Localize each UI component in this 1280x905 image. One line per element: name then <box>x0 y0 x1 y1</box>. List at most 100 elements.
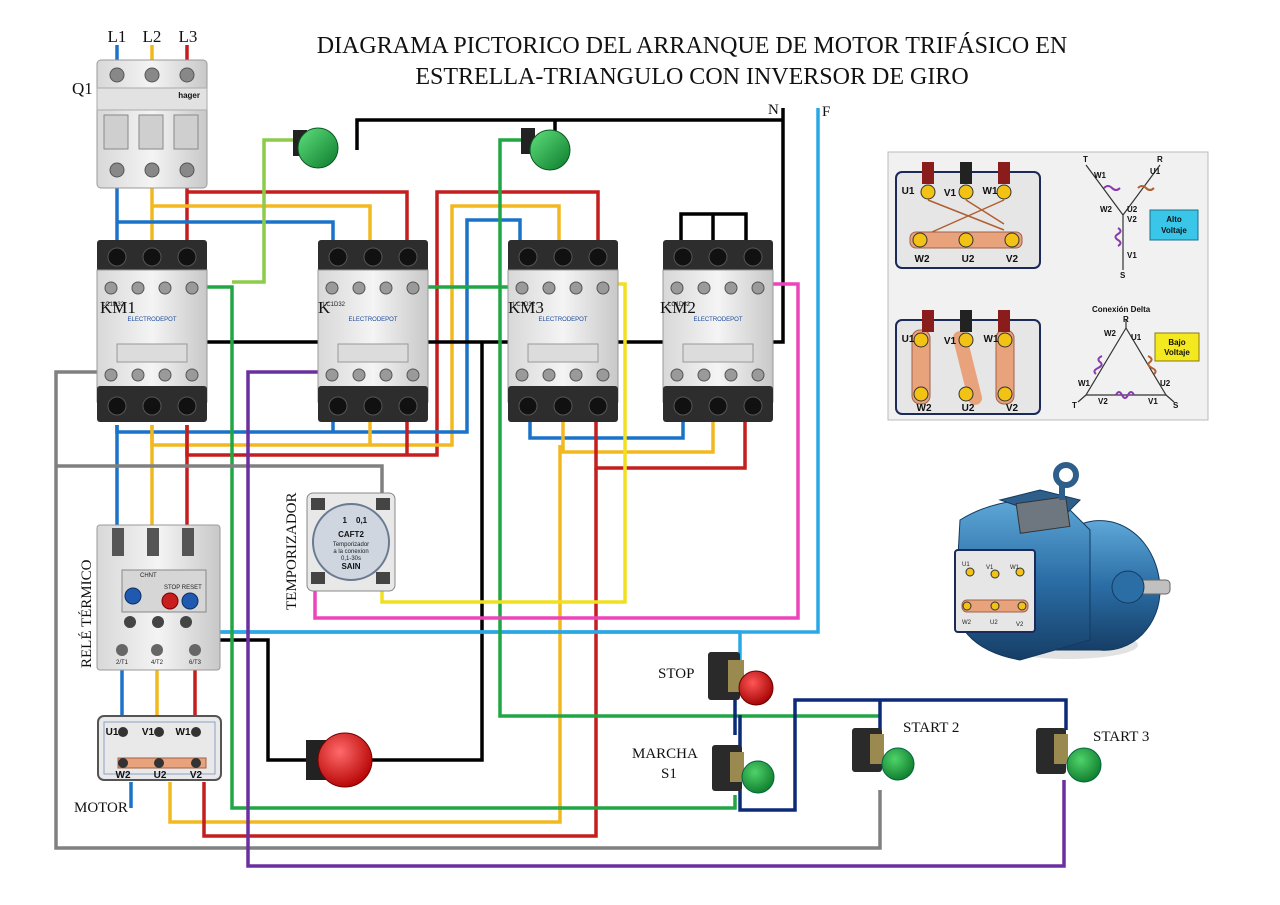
marcha-s1-button[interactable]: MARCHA S1 <box>632 745 775 794</box>
supply-labels: L1 L2 L3 N F <box>108 27 831 120</box>
motor-w2: W2 <box>116 770 131 781</box>
timer-dial-01: 0,1 <box>356 516 368 525</box>
star-terminal-box: U1 V1 W1 W2 U2 V2 <box>895 162 1041 269</box>
low-voltage-2: Voltaje <box>1164 348 1190 357</box>
motor-v1: V1 <box>142 727 155 738</box>
thermal-relay[interactable]: RELÉ TÉRMICO CHNT STOP RESET 2/T1 4/T2 6… <box>78 524 221 671</box>
timer[interactable]: TEMPORIZADOR 1 0,1 CAFT2 Temporizador a … <box>284 492 396 610</box>
relay-t2: 4/T2 <box>151 660 164 666</box>
contactor-label: KM2 <box>660 298 696 317</box>
timer-dial[interactable] <box>312 503 390 581</box>
stop-button-cap[interactable] <box>738 670 774 706</box>
contactor-label: KM3 <box>508 298 544 317</box>
wire-gray-loop <box>54 370 882 850</box>
wire-navy-start <box>738 698 1068 812</box>
contactor-model: LC1D32 <box>668 302 691 308</box>
relay-stop-button[interactable] <box>161 592 179 610</box>
delta-s: S <box>1173 401 1179 410</box>
pilot-lamp-1 <box>293 127 339 169</box>
wires <box>54 45 1068 868</box>
stop-button[interactable]: STOP <box>658 652 774 706</box>
label-l3: L3 <box>179 27 198 46</box>
wire-km3-km2-red <box>594 422 747 470</box>
motorphoto-u1: U1 <box>962 562 970 568</box>
relay-reset-button[interactable] <box>181 592 199 610</box>
breaker-q1[interactable]: Q1 hager <box>72 59 208 189</box>
wire-km1-hold-green <box>186 285 737 810</box>
timer-range: 0,1-30s <box>341 556 361 562</box>
delta-u2: U2 <box>962 403 975 414</box>
motor-u2: U2 <box>154 770 167 781</box>
pilot-lamp-red <box>306 732 373 788</box>
star-r-T: T <box>1083 155 1088 164</box>
delta-v2: V2 <box>1006 403 1019 414</box>
start3-label: START 3 <box>1093 729 1149 745</box>
star-v1: V1 <box>944 188 957 199</box>
relay-label: RELÉ TÉRMICO <box>78 559 95 668</box>
delta-u1-lbl: U1 <box>1131 333 1142 342</box>
stop-label: STOP <box>658 666 694 682</box>
delta-u1: U1 <box>902 334 915 345</box>
wire-timer-pink <box>313 282 800 620</box>
relay-brand: CHNT <box>140 573 157 579</box>
star-s-lbl: S <box>1120 271 1126 280</box>
delta-schematic: Conexión Delta R W2 U1 W1 U2 T V2 V1 S B… <box>1072 305 1200 410</box>
timer-model: CAFT2 <box>338 530 364 539</box>
timer-line1: Temporizador <box>333 542 369 548</box>
contactor-brand: ELECTRODEPOT <box>693 317 742 323</box>
breaker-brand: hager <box>178 91 200 100</box>
delta-title: Conexión Delta <box>1092 305 1151 314</box>
motor-v2: V2 <box>190 770 203 781</box>
delta-v1-lbl: V1 <box>1148 397 1158 406</box>
wire-q1-k-red <box>187 190 409 240</box>
s1-label: S1 <box>661 766 677 782</box>
delta-v1: V1 <box>944 336 957 347</box>
contactor-brand: ELECTRODEPOT <box>538 317 587 323</box>
star-w2: W2 <box>915 254 930 265</box>
label-n: N <box>768 102 779 118</box>
wire-km3-km2-yellow <box>561 422 715 454</box>
delta-u2-lbl: U2 <box>1160 379 1171 388</box>
wire-motor-km3-red <box>202 468 598 838</box>
delta-v2-lbl: V2 <box>1098 397 1108 406</box>
delta-w1-lbl: W1 <box>1078 379 1091 388</box>
label-l2: L2 <box>143 27 162 46</box>
wire-gray-timer <box>56 464 384 500</box>
wire-q1-k-yellow <box>152 204 372 240</box>
low-voltage-badge <box>1154 332 1200 362</box>
wire-km2-jumper <box>679 212 748 240</box>
marcha-button-cap[interactable] <box>741 760 775 794</box>
relay-t3: 6/T3 <box>189 660 202 666</box>
start3-button[interactable]: START 3 <box>1036 728 1149 783</box>
star-v2-lbl: V2 <box>1127 215 1137 224</box>
delta-t: T <box>1072 401 1077 410</box>
motor-u1: U1 <box>106 727 119 738</box>
high-voltage-1: Alto <box>1166 215 1182 224</box>
star-r-lbl: R <box>1157 155 1163 164</box>
breaker-label: Q1 <box>72 79 93 98</box>
wire-lamp1-green <box>232 138 305 284</box>
label-f: F <box>822 104 830 120</box>
start2-button[interactable]: START 2 <box>852 720 959 781</box>
label-l1: L1 <box>108 27 127 46</box>
start2-label: START 2 <box>903 720 959 736</box>
motor-w1: W1 <box>176 727 191 738</box>
timer-line2: a la conexion <box>333 549 368 555</box>
motorphoto-u2: U2 <box>990 620 998 626</box>
wire-q1-k-blue <box>117 220 335 240</box>
star-w2-lbl: W2 <box>1100 205 1113 214</box>
start3-button-cap[interactable] <box>1066 747 1102 783</box>
wire-lamp2-green <box>498 138 880 718</box>
start2-button-cap[interactable] <box>881 747 915 781</box>
star-w1-lbl: W1 <box>1094 171 1107 180</box>
motorphoto-v2: V2 <box>1016 622 1024 628</box>
relay-adjust-dial[interactable] <box>124 587 142 605</box>
title-line-2: ESTRELLA-TRIANGULO CON INVERSOR DE GIRO <box>415 64 968 90</box>
contactor-brand: ELECTRODEPOT <box>348 317 397 323</box>
